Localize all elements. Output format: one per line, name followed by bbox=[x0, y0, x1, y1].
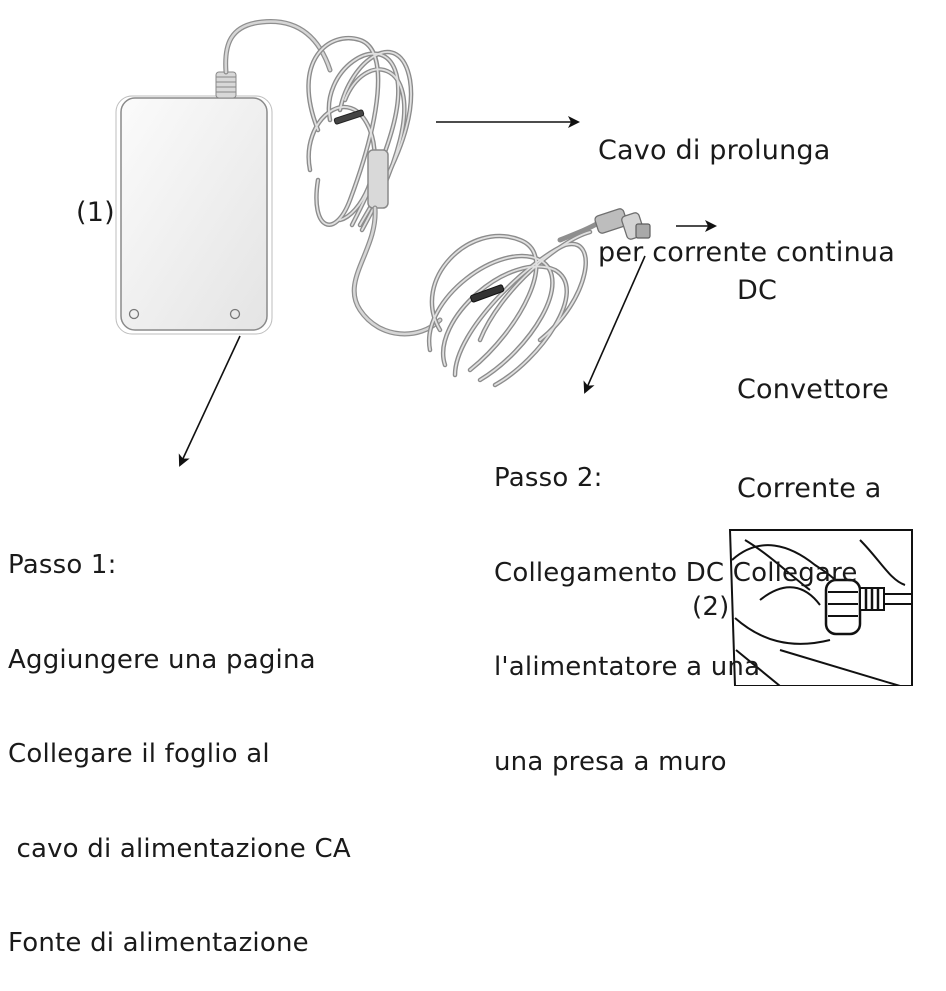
power-adapter-icon bbox=[115, 71, 273, 335]
step2-label: Passo 2: Collegamento DC Collegare l'ali… bbox=[494, 400, 858, 810]
wall-socket-hand-icon bbox=[728, 529, 913, 686]
step2-line: una presa a muro bbox=[494, 746, 727, 777]
step1-line: Collegare il foglio al bbox=[8, 739, 270, 769]
step1-label: Passo 1: Aggiungere una pagina Collegare… bbox=[8, 487, 351, 991]
cable-label-line: per corrente continua bbox=[598, 237, 895, 268]
dc-label-line: DC bbox=[737, 275, 778, 306]
dc-converter-label: DC Convettore Corrente a bbox=[737, 208, 889, 538]
step2-line: Collegamento DC Collegare bbox=[494, 557, 858, 588]
dc-label-line: Corrente a bbox=[737, 473, 882, 504]
arrow-step1 bbox=[178, 335, 241, 467]
adapter-number-label: (1) bbox=[76, 197, 115, 228]
step1-line: Fonte di alimentazione bbox=[8, 928, 309, 958]
inset-number-label: (2) bbox=[692, 592, 730, 622]
step1-line: cavo di alimentazione CA bbox=[8, 833, 351, 864]
coiled-cable-icon bbox=[223, 19, 603, 388]
cable-label-line: Cavo di prolunga bbox=[598, 135, 831, 166]
step1-title: Passo 1: bbox=[8, 550, 117, 580]
diagram-canvas bbox=[115, 19, 913, 686]
step2-title: Passo 2: bbox=[494, 463, 603, 493]
arrow-step2 bbox=[583, 255, 646, 394]
pointer-arrows bbox=[178, 116, 717, 467]
dc-label-line: Convettore bbox=[737, 374, 889, 405]
dc-plug-icon bbox=[594, 208, 651, 240]
step2-line: l'alimentatore a una bbox=[494, 652, 761, 682]
cable-label: Cavo di prolunga per corrente continua bbox=[598, 66, 895, 304]
step1-line: Aggiungere una pagina bbox=[8, 644, 316, 675]
